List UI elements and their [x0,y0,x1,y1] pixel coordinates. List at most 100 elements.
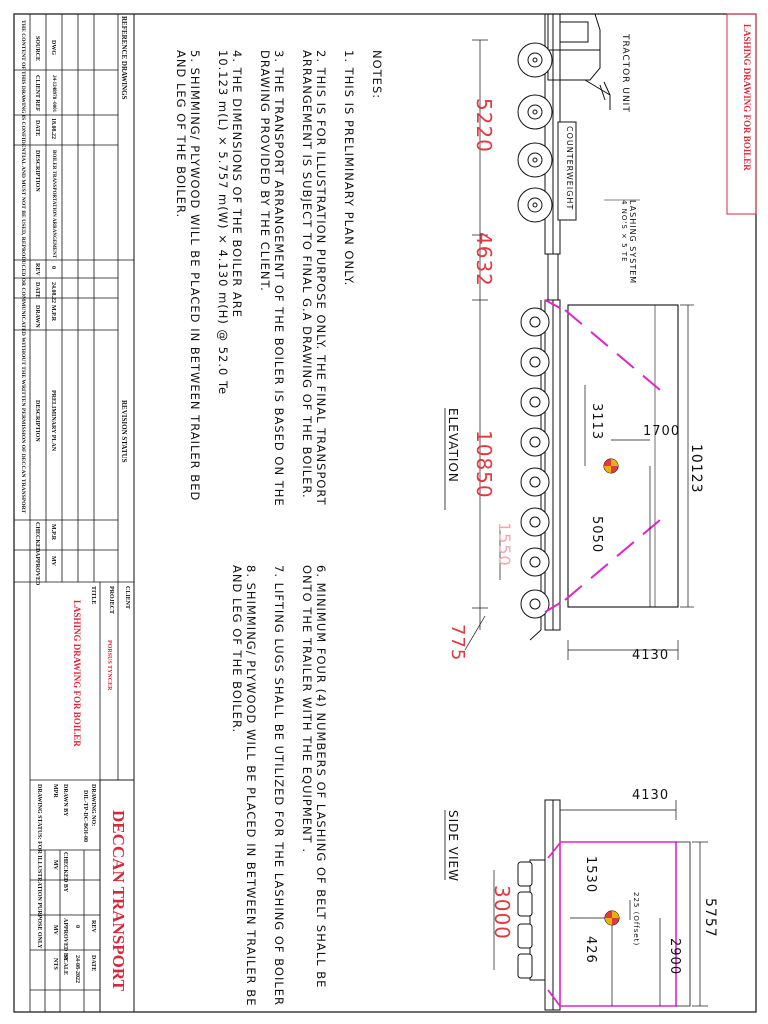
note-4-line-2: 10.123 m(L) × 5.757 m(W) × 4.130 m(H) @ … [216,50,230,396]
dim-1550: 1550 [495,522,514,567]
scale-value: NTS [52,958,58,970]
dim-4130-elevation: 4130 [632,648,670,663]
boiler-side-top-line [676,841,691,1007]
lashing-system-label: LASHING SYSTEM [628,200,637,285]
note-6-line-2: ONTO THE TRAILER WITH THE EQUIPMENT . [300,565,314,853]
title-label: TITLE [90,586,96,605]
company-box [99,779,135,1013]
rev-header-approved: APPROVED [34,552,40,586]
tractor-wheels [517,42,553,223]
note-8-line-1: 8. SHIMMING/ PLYWOOD WILL BE PLACED IN B… [244,565,258,1007]
note-4-line-1: 4. THE DIMENSIONS OF THE BOILER ARE [230,50,244,319]
dim-426: 426 [583,936,598,964]
rev-cell-description: PRELIMINARY PLAN [50,390,56,452]
note-5-line-2: AND LEG OF THE BOILER. [174,50,188,219]
note-1: 1. THIS IS PRELIMINARY PLAN ONLY. [342,50,356,287]
note-6-line-1: 6. MINIMUM FOUR (4) NUMBERS OF LASHING O… [314,565,328,989]
dim-2900: 2900 [667,938,682,976]
drawing-no: DIL-TP-DC-BOI-00 [82,790,88,842]
rev-header-date: DATE [34,282,40,299]
rev-label: REV [90,920,96,933]
ref-cell-description: BOILER TRANSPORTATION ARRANGEMENT [51,150,56,259]
counterweight-label: COUNTERWEIGHT [565,126,574,211]
lashing-qty-label: 4 NO'S × 5 TE [620,200,628,263]
elevation-view [444,13,694,660]
confidential-notice: THE CONTENT OF THIS DRAWING IS CONFIDENT… [20,20,26,514]
ref-cell-date: 18.08.22 [50,118,56,139]
sheet-title: LASHING DRAWING FOR BOILER [742,24,752,171]
note-3-line-2: DRAWING PROVIDED BY THE CLIENT. [258,50,272,292]
rev-cell-drawn: M.P.R [50,305,56,322]
boiler-side-outline [559,841,677,1007]
rev-header-drawn: DRAWN [34,305,40,328]
note-2-line-1: 2. THIS IS FOR ILLUSTRATION PURPOSE ONLY… [314,50,328,506]
ref-cell-client-ref: 24-1248978 -0001 [51,75,56,113]
dim-1530: 1530 [583,856,598,894]
client-label: CLIENT [124,586,130,610]
ref-header-client-ref: CLIENT REF [34,75,40,112]
note-8-line-2: AND LEG OF THE BOILER. [230,565,244,734]
rev-cell-approved: MV [50,556,56,566]
drawing-status: DRAWING STATUS: FOR ILLUSTRATION PURPOSE… [36,784,42,949]
cog-marker-side [604,910,620,926]
side-view-trailer [529,799,561,1011]
rev-cell-date: 24.08.22 [50,282,56,303]
side-view-wheels [517,861,533,979]
note-2-line-2: ARRANGEMENT IS SUBJECT TO FINAL G.A DRAW… [300,50,314,499]
title-value: LASHING DRAWING FOR BOILER [72,600,82,747]
note-7: 7. LIFTING LUGS SHALL BE UTILIZED FOR TH… [272,565,286,1006]
rev-header-checked: CHECKED [34,522,40,553]
ref-cell-source: DWG [50,40,56,55]
side-view [444,799,708,1011]
ref-header-date: DATE [34,120,40,137]
dim-3113: 3113 [589,403,604,441]
revision-status-heading: REVISION STATUS [120,400,128,463]
rev-cell-checked: M.P.R [50,524,56,541]
drawing-no-label: DRAWING NO: [90,784,96,827]
reference-drawings-heading: REFERENCE DRAWINGS [120,16,128,100]
rev-header-rev: REV [34,263,40,276]
checked-by: MV [52,860,58,870]
dim-10850: 10850 [472,430,496,499]
sheet-title-box [726,13,757,215]
company-name: DECCAN TRANSPORT [109,810,128,991]
project-label: PROJECT [108,586,114,615]
date-label: DATE [90,955,96,972]
drawn-by: MPR [52,784,58,798]
rev-value: 0 [74,925,80,928]
ref-header-description: DESCRIPTION [34,150,40,192]
dim-225-offset: 225 (Offset) [632,892,640,947]
notes-heading: NOTES: [370,50,384,100]
rev-cell-rev: 0 [50,266,56,269]
lashing-belts-side [547,842,561,1007]
outer-border [13,13,757,1013]
lashing-belts-elevation [544,299,661,613]
checked-by-label: CHECKED BY [62,852,68,893]
side-dimension-lines [493,800,708,1007]
project-value: PORSUS TYNCER [106,640,112,691]
ref-header-source: SOURCE [34,36,40,62]
dim-10123: 10123 [688,444,704,494]
dim-5220: 5220 [472,98,496,153]
dim-5757: 5757 [702,898,718,938]
tractor-unit-label: TRACTOR UNIT [620,34,630,113]
elevation-dimension-lines [464,39,694,660]
dim-4130-side: 4130 [632,788,670,803]
drawn-by-label: DRAWN BY [62,784,68,817]
dim-5050: 5050 [589,516,604,554]
rev-header-description: DESCRIPTION [34,400,40,442]
note-5-line-1: 5. SHIMMING/ PLYWOOD WILL BE PLACED IN B… [188,50,202,502]
dim-4632: 4632 [472,232,496,287]
cog-marker-elevation [603,458,619,474]
dim-3000: 3000 [490,885,514,940]
note-3-line-1: 3. THE TRANSPORT ARRANGEMENT OF THE BOIL… [272,50,286,507]
trailer-wheels [520,307,550,619]
boiler-elevation-outline [567,304,679,608]
tractor-cab-outline [547,13,611,110]
dim-1700: 1700 [643,424,681,439]
date-value: 24-08-2022 [74,955,80,983]
side-view-label: SIDE VIEW [446,810,460,882]
scale-label: SCALE [62,955,68,976]
